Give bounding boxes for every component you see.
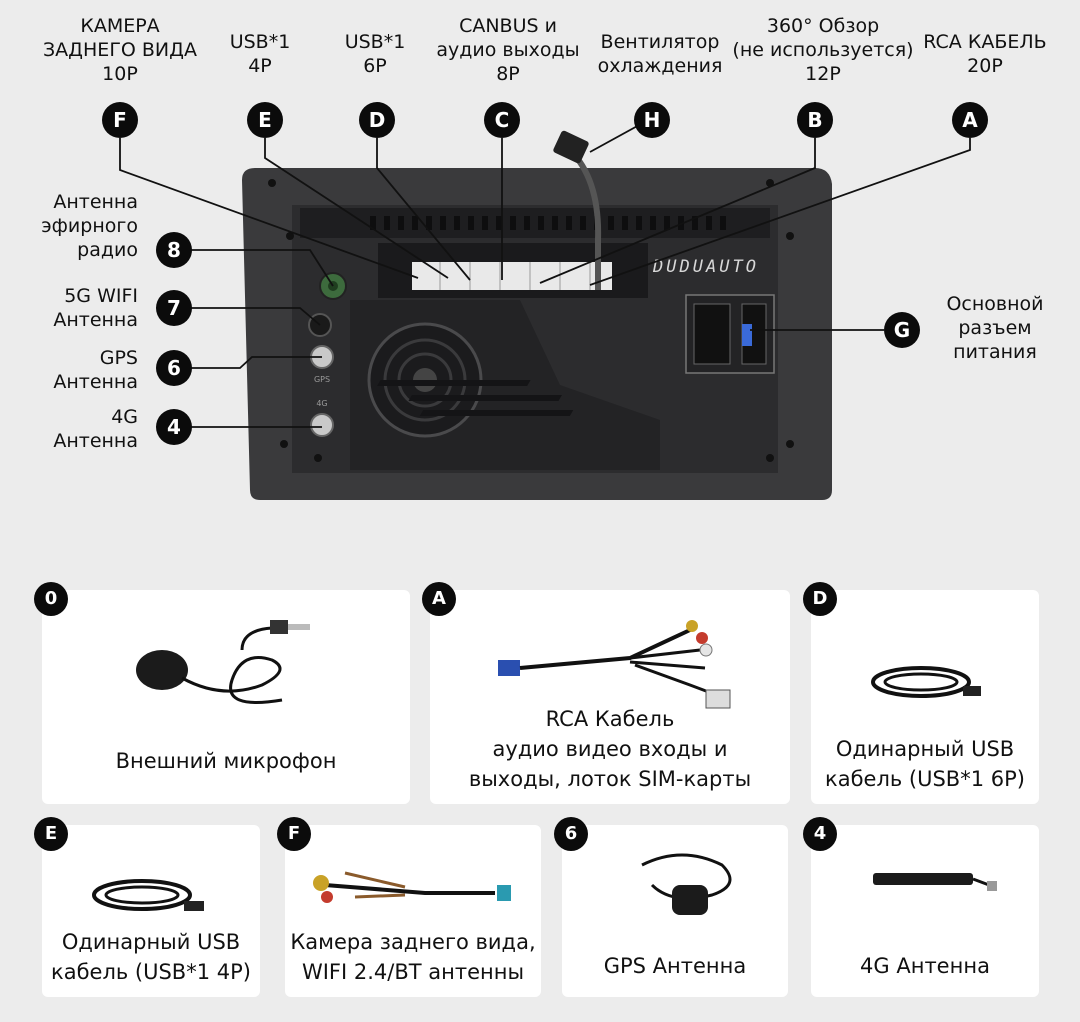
4g-antenna-port — [310, 413, 334, 437]
label-rca-cable: RCA КАБЕЛЬ 20P — [923, 31, 1047, 77]
card-caption: Одинарный USB кабель (USB*1 6P) — [825, 737, 1025, 791]
gps-antenna-image — [641, 853, 732, 915]
lte-cable — [972, 877, 990, 887]
marker-a: A — [952, 102, 988, 138]
card-badge: 0 — [34, 582, 68, 616]
mic-head — [136, 650, 188, 690]
harness-cable — [324, 883, 495, 895]
usb-6p-image — [871, 666, 981, 698]
lte-connector — [987, 881, 997, 891]
marker-b: B — [797, 102, 833, 138]
label-wifi-antenna: 5G WIFI Антенна — [53, 285, 138, 331]
harness-connector — [497, 885, 511, 901]
rca-white — [699, 643, 713, 657]
label-usb-4p: USB*1 4P — [229, 31, 291, 77]
card-caption: GPS Антенна — [603, 954, 747, 978]
power-fuse — [742, 324, 752, 346]
marker-f: F — [102, 102, 138, 138]
usb-plug — [963, 686, 981, 696]
card-rca-cable: A RCA Кабель аудио видео входы и выходы,… — [422, 582, 790, 804]
rca-cable-image — [498, 620, 731, 709]
marker-c: C — [484, 102, 520, 138]
mounting-screws — [268, 179, 794, 462]
rca-red — [696, 632, 708, 644]
4g-port-label: 4G — [316, 399, 327, 408]
marker-d: D — [359, 102, 395, 138]
label-radio-antenna: Антенна эфирного радио — [41, 191, 138, 261]
card-badge: F — [277, 817, 311, 851]
grille-slots — [370, 216, 726, 230]
power-socket-left — [693, 303, 731, 365]
card-caption: Камера заднего вида, WIFI 2.4/BT антенны — [290, 930, 536, 984]
harness-wires — [344, 871, 406, 899]
label-usb-6p: USB*1 6P — [344, 31, 406, 77]
marker-8: 8 — [156, 232, 192, 268]
head-unit-diagram: DUDUAUTO GPS 4G — [119, 117, 971, 500]
vent-slots — [377, 380, 574, 416]
fan-plug — [553, 130, 589, 164]
mic-jack-tip — [288, 624, 310, 630]
card-4g-antenna: 4 4G Антенна — [803, 817, 1039, 997]
mic-jack — [270, 620, 288, 634]
usb-coil — [92, 879, 192, 911]
card-camera-harness: F Камера заднего вида, WIFI 2.4/BT антен… — [277, 817, 541, 997]
card-badge: A — [422, 582, 456, 616]
marker-6: 6 — [156, 350, 192, 386]
label-main-power: Основной разъем питания — [946, 293, 1044, 363]
marker-4: 4 — [156, 409, 192, 445]
marker-e: E — [247, 102, 283, 138]
usb-4p-image — [92, 879, 204, 911]
rca-plug — [498, 660, 520, 676]
microphone-image — [136, 620, 310, 704]
camera-harness-image — [313, 871, 511, 903]
marker-7: 7 — [156, 290, 192, 326]
gps-module — [672, 885, 708, 915]
marker-h: H — [634, 102, 670, 138]
card-badge: D — [803, 582, 837, 616]
4g-antenna-image — [873, 873, 997, 891]
sim-tray — [705, 689, 731, 709]
gps-port-label: GPS — [314, 375, 330, 384]
mic-cable-top — [240, 626, 273, 651]
card-gps-antenna: 6 GPS Антенна — [554, 817, 788, 997]
rca-main-cable — [519, 628, 691, 670]
card-badge: E — [34, 817, 68, 851]
label-canbus: CANBUS и аудио выходы 8P — [436, 15, 580, 85]
label-gps-antenna: GPS Антенна — [53, 347, 138, 393]
card-caption: Одинарный USB кабель (USB*1 4P) — [51, 930, 251, 984]
lte-antenna-body — [873, 873, 973, 885]
camera-power — [321, 891, 333, 903]
usb-coil-inner — [104, 885, 180, 905]
usb-plug — [184, 901, 204, 911]
card-external-microphone: 0 Внешний микрофон — [34, 582, 410, 804]
mic-cable — [181, 656, 283, 704]
connector-pins — [439, 262, 591, 290]
label-cooling-fan: Вентилятор охлаждения — [597, 31, 723, 77]
marker-g: G — [884, 312, 920, 348]
camera-rca — [313, 875, 329, 891]
label-360-view: 360° Обзор (не используется) 12P — [732, 15, 914, 85]
card-caption: RCA Кабель аудио видео входы и выходы, л… — [468, 707, 752, 791]
card-caption: Внешний микрофон — [115, 749, 337, 773]
brand-logo: DUDUAUTO — [652, 257, 759, 277]
leader-lines — [119, 117, 971, 428]
card-badge: 6 — [554, 817, 588, 851]
usb-coil-inner — [883, 672, 959, 692]
card-usb-4p: E Одинарный USB кабель (USB*1 4P) — [34, 817, 260, 997]
card-usb-6p: D Одинарный USB кабель (USB*1 6P) — [803, 582, 1039, 804]
rca-yellow — [686, 620, 698, 632]
usb-coil — [871, 666, 971, 698]
label-4g-antenna: 4G Антенна — [53, 406, 138, 452]
card-badge: 4 — [803, 817, 837, 851]
label-rear-camera: КАМЕРА ЗАДНЕГО ВИДА 10P — [43, 15, 197, 85]
card-caption: 4G Антенна — [860, 954, 990, 978]
